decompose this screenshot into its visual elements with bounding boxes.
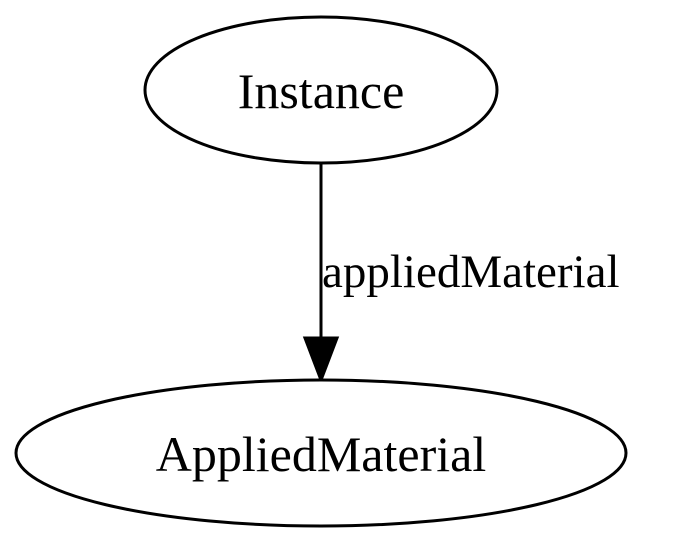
arrowhead-icon xyxy=(302,336,340,385)
node-instance: Instance xyxy=(143,15,499,165)
edge-applied-material: appliedMaterial xyxy=(302,163,620,385)
node-instance-label: Instance xyxy=(238,63,405,119)
edge-label: appliedMaterial xyxy=(322,246,620,298)
node-applied-material-ellipse xyxy=(14,378,628,528)
node-applied-material: AppliedMaterial xyxy=(14,378,628,528)
node-applied-material-label: AppliedMaterial xyxy=(156,426,486,482)
